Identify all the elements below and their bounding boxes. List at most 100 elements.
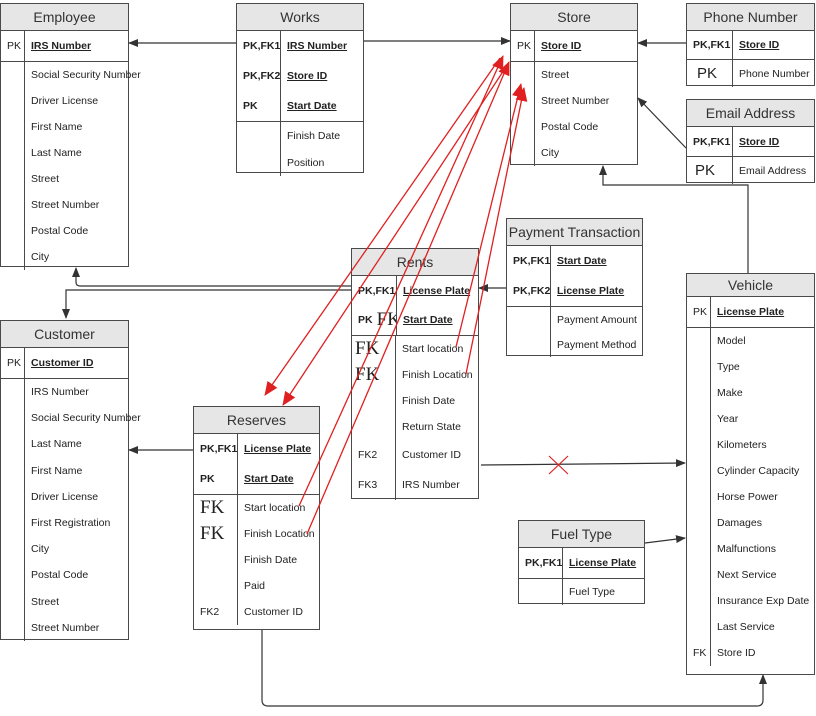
key-label: PK,FK1 <box>525 557 562 569</box>
key-label: FK <box>355 364 380 385</box>
key-label: PK,FK1 <box>513 255 550 267</box>
field-label: Malfunctions <box>717 543 776 555</box>
key-label: FK <box>693 647 707 659</box>
key-label: PK,FK1 <box>358 284 396 297</box>
key-label: PK <box>693 306 708 318</box>
field-label: Return State <box>402 421 461 433</box>
entity-title: Reserves <box>194 407 319 434</box>
field-label: First Registration <box>31 517 111 530</box>
field-label: Type <box>717 361 740 373</box>
rents-vehicle-link <box>480 459 686 468</box>
entity-title: Payment Transaction <box>507 219 642 246</box>
field-label: Street Number <box>31 199 100 211</box>
field-label: Store ID <box>739 135 780 148</box>
field-label: Postal Code <box>541 121 599 133</box>
fuel-vehicle-link <box>644 535 686 544</box>
entity-title: Vehicle <box>687 274 814 297</box>
entity-payment-transaction[interactable]: Payment Transaction PK,FK1 PK,FK2 Start … <box>506 218 643 357</box>
field-label: Store ID <box>541 40 582 52</box>
entity-store[interactable]: Store PK Store ID Street Street Number P… <box>510 3 638 166</box>
field-label: Finish Location <box>244 528 315 540</box>
field-label: Kilometers <box>717 439 767 451</box>
field-label: License Plate <box>717 306 785 318</box>
field-label: Start Date <box>244 473 294 485</box>
key-label: FK3 <box>358 479 378 491</box>
field-label: Start location <box>244 502 306 514</box>
entity-phone-number[interactable]: Phone Number PK,FK1 Store ID PK Phone Nu… <box>686 3 815 87</box>
field-label: IRS Number <box>31 386 89 399</box>
field-label: Damages <box>717 517 762 529</box>
field-label: Year <box>717 413 739 425</box>
entity-customer[interactable]: Customer PK Customer ID IRS Number Socia… <box>0 320 141 641</box>
field-label: License Plate <box>403 284 471 297</box>
field-label: Last Service <box>717 621 775 633</box>
entity-title: Customer <box>1 321 128 348</box>
field-label: First Name <box>31 121 83 133</box>
field-label: Insurance Exp Date <box>717 595 810 607</box>
field-label: IRS Number <box>287 40 348 52</box>
field-label: Last Name <box>31 147 82 159</box>
field-label: Phone Number <box>739 67 810 80</box>
key-label: FK <box>200 497 225 518</box>
field-label: License Plate <box>569 557 637 569</box>
key-label: PK,FK1 <box>693 135 731 148</box>
key-label: PK <box>517 40 532 52</box>
key-label: PK,FK2 <box>243 70 280 82</box>
field-label: Paid <box>244 580 266 592</box>
field-label: Customer ID <box>402 449 461 461</box>
field-label: Make <box>717 387 743 399</box>
entity-employee[interactable]: Employee PK IRS Number Social Security N… <box>0 3 141 270</box>
key-label: FK <box>200 523 225 544</box>
field-label: Start Date <box>557 255 607 267</box>
key-label: PK <box>697 65 718 82</box>
field-label: First Name <box>31 464 83 477</box>
field-label: Postal Code <box>31 569 89 582</box>
field-label: IRS Number <box>402 479 460 491</box>
key-label: PK <box>7 40 22 52</box>
entity-title: Fuel Type <box>519 521 644 548</box>
key-label: PK,FK1 <box>693 39 731 51</box>
key-label: PK <box>695 162 716 179</box>
key-label: PK <box>7 357 22 369</box>
key-label: FK2 <box>200 606 220 618</box>
key-label: PK,FK1 <box>243 40 280 52</box>
entity-fuel-type[interactable]: Fuel Type PK,FK1 License Plate Fuel Type <box>518 520 645 605</box>
field-label: Payment Amount <box>557 313 637 326</box>
field-label: Street Number <box>541 95 610 107</box>
field-label: Start Date <box>287 100 337 112</box>
field-label: Store ID <box>739 39 780 51</box>
field-label: Customer ID <box>31 357 94 369</box>
field-label: Start location <box>402 343 464 355</box>
entity-title: Works <box>237 4 363 31</box>
field-label: Next Service <box>717 569 777 581</box>
field-label: Driver License <box>31 95 99 107</box>
key-label: PK,FK2 <box>513 285 550 297</box>
field-label: Finish Date <box>244 554 298 566</box>
key-label: FK <box>355 338 380 359</box>
entity-works[interactable]: Works PK,FK1 PK,FK2 PK IRS Number Store … <box>236 3 364 176</box>
field-label: Store ID <box>287 70 328 82</box>
entity-email-address[interactable]: Email Address PK,FK1 Store ID PK Email A… <box>686 99 815 184</box>
entity-title: Rents <box>352 249 478 276</box>
field-label: City <box>541 147 560 159</box>
field-label: Start Date <box>403 314 453 326</box>
key-label: FK2 <box>358 449 378 461</box>
field-label: Model <box>717 335 746 347</box>
field-label: Finish Date <box>287 129 341 142</box>
field-label: License Plate <box>557 285 625 297</box>
field-label: Email Address <box>739 164 807 177</box>
field-label: Last Name <box>31 438 82 451</box>
field-label: Social Security Number <box>31 412 141 425</box>
field-label: Postal Code <box>31 225 89 237</box>
field-label: IRS Number <box>31 40 92 52</box>
field-label: City <box>31 251 50 263</box>
key-label: PK <box>200 473 215 485</box>
field-label: Fuel Type <box>569 586 615 598</box>
field-label: Street <box>31 595 60 608</box>
entity-reserves[interactable]: Reserves PK,FK1 PK License Plate Start D… <box>193 406 320 630</box>
entity-vehicle[interactable]: Vehicle PK License Plate FK Model Type M… <box>686 273 815 675</box>
key-label: PK <box>243 100 258 112</box>
key-label: PK,FK1 <box>200 443 237 455</box>
